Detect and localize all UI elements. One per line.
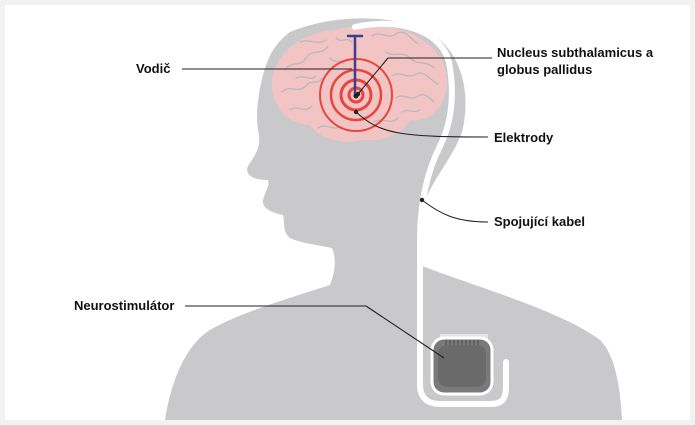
- label-cable: Spojující kabel: [494, 213, 585, 230]
- leader-line-cable: [422, 200, 488, 222]
- label-neurostimulator: Neurostimulátor: [74, 297, 174, 314]
- label-target-line2: globus pallidus: [497, 61, 653, 78]
- label-elektrody: Elektrody: [494, 129, 553, 146]
- label-target: Nucleus subthalamicus a globus pallidus: [497, 44, 653, 78]
- label-vodic: Vodič: [136, 60, 170, 77]
- neurostimulator-device-icon: [432, 334, 492, 394]
- label-target-line1: Nucleus subthalamicus a: [497, 44, 653, 61]
